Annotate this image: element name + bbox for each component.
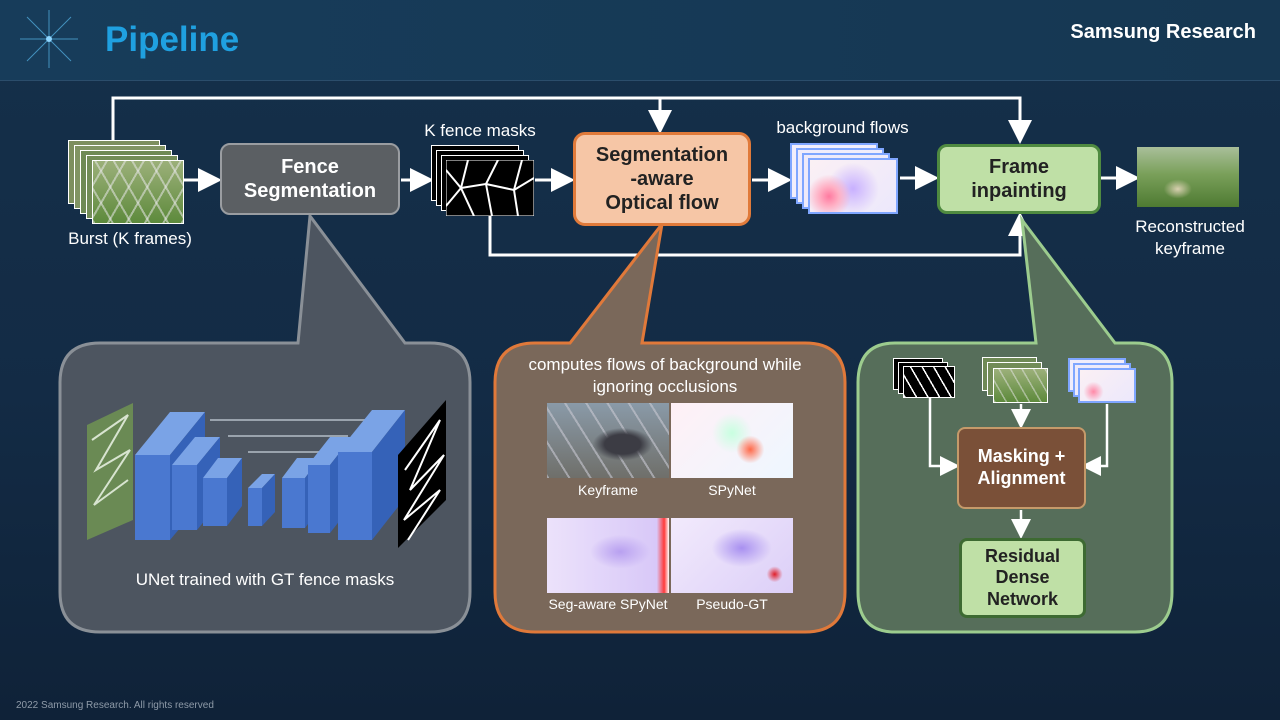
residual-dense-network-box: Residual Dense Network bbox=[959, 538, 1086, 618]
pseudo-gt-caption: Pseudo-GT bbox=[696, 596, 768, 612]
flow-caption: computes flows of background while ignor… bbox=[528, 355, 802, 397]
output-label: Reconstructed keyframe bbox=[1135, 217, 1245, 259]
header-bar: Pipeline Samsung Research bbox=[0, 0, 1280, 81]
keyframe-image bbox=[547, 403, 669, 478]
masks-label: K fence masks bbox=[424, 121, 536, 140]
spynet-image bbox=[671, 403, 793, 478]
background-flow-image bbox=[808, 158, 898, 214]
spynet-caption: SPyNet bbox=[708, 482, 756, 498]
brand-name: Samsung Research bbox=[1070, 21, 1256, 43]
unet-caption: UNet trained with GT fence masks bbox=[135, 570, 395, 589]
sparkle-logo-icon bbox=[20, 10, 78, 68]
burst-label: Burst (K frames) bbox=[68, 229, 192, 248]
frame-inpainting-box: Frame inpainting bbox=[937, 144, 1101, 214]
seg-aware-spynet-image bbox=[547, 518, 669, 593]
unet-diagram bbox=[87, 400, 446, 548]
page-title: Pipeline bbox=[105, 20, 240, 59]
fence-mask-image bbox=[446, 160, 534, 216]
reconstructed-keyframe-image bbox=[1137, 147, 1239, 207]
keyframe-caption: Keyframe bbox=[578, 482, 638, 498]
masking-alignment-box: Masking + Alignment bbox=[957, 427, 1086, 509]
pseudo-gt-image bbox=[671, 518, 793, 593]
fence-segmentation-box: Fence Segmentation bbox=[220, 143, 400, 215]
flows-label: background flows bbox=[776, 118, 909, 137]
copyright-footer: 2022 Samsung Research. All rights reserv… bbox=[16, 700, 214, 711]
seg-aware-spynet-caption: Seg-aware SPyNet bbox=[548, 596, 668, 612]
seg-aware-flow-box: Segmentation -aware Optical flow bbox=[573, 132, 751, 226]
burst-frame-image bbox=[92, 160, 184, 224]
